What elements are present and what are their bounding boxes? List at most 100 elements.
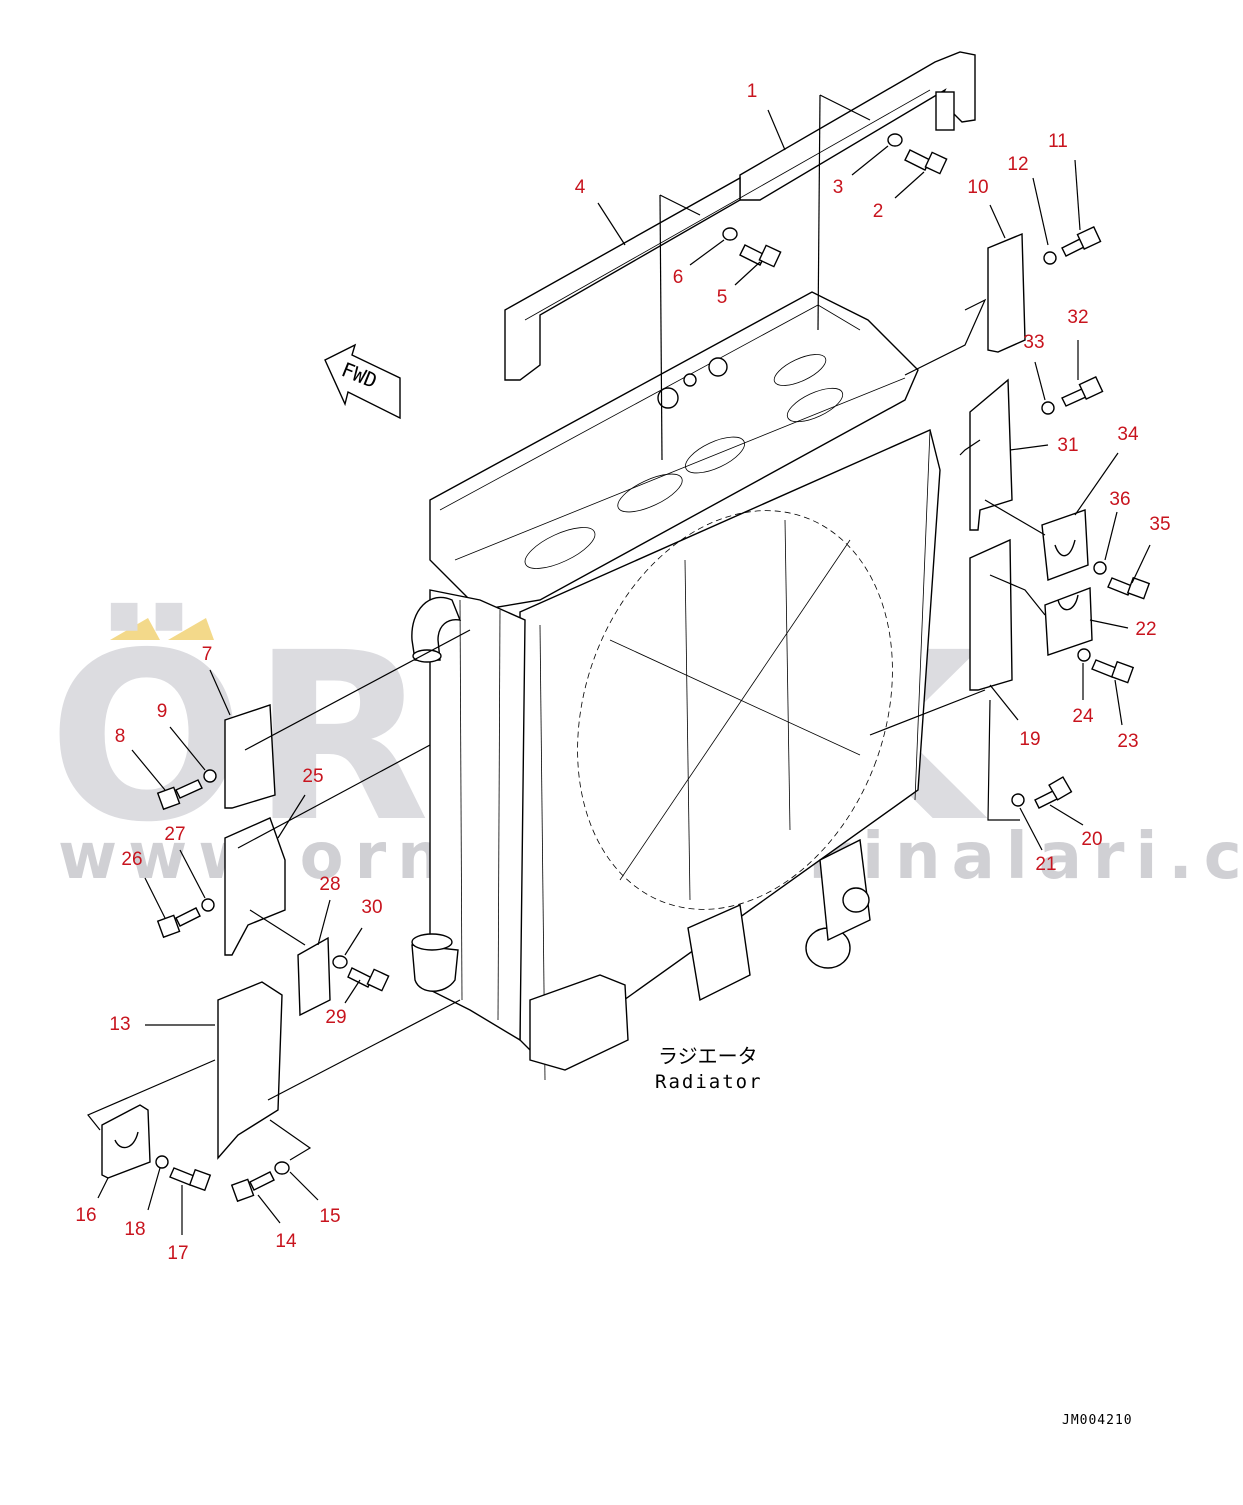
part-21-washer (1011, 793, 1025, 807)
part-36-washer (1093, 561, 1107, 575)
bottom-bracket-left (529, 974, 629, 1071)
callout-20: 20 (1081, 829, 1102, 850)
top-frame-lower-edge (454, 377, 906, 561)
callout-16: 16 (75, 1205, 96, 1226)
callout-10: 10 (967, 177, 988, 198)
leader-lines (97, 109, 1151, 1235)
callout-15: 15 (319, 1206, 340, 1227)
callout-36: 36 (1109, 489, 1130, 510)
filler-cap-3 (683, 373, 697, 387)
part-31-plate (969, 378, 1013, 531)
callout-34: 34 (1117, 424, 1139, 445)
part-3-washer (887, 133, 903, 147)
part-4-cover (504, 176, 741, 381)
part-12-washer (1043, 251, 1057, 265)
assembly-lines (87, 94, 1046, 1161)
part-30-washer (332, 955, 348, 969)
lower-hose (411, 944, 459, 992)
part-9-washer (203, 769, 217, 783)
part-28-plate (297, 936, 331, 1017)
upper-hose-end (412, 649, 442, 663)
top-opening-5 (773, 354, 827, 386)
part-29-bolt (347, 967, 390, 992)
callout-28: 28 (319, 874, 340, 895)
callout-3: 3 (833, 177, 844, 198)
fan-brace-1 (609, 639, 861, 756)
core-right-edge (914, 429, 931, 801)
cover-right-end (935, 91, 955, 131)
callout-23: 23 (1117, 731, 1138, 752)
cover-lower-flange (524, 89, 931, 321)
callout-1: 1 (747, 81, 758, 102)
callout-12: 12 (1007, 154, 1028, 175)
part-33-washer (1041, 401, 1055, 415)
top-covers (504, 51, 976, 381)
callout-26: 26 (121, 849, 142, 870)
callout-22: 22 (1135, 619, 1156, 640)
bottom-bracket-center (687, 903, 751, 1002)
callout-19: 19 (1019, 729, 1040, 750)
callout-30: 30 (361, 897, 382, 918)
callout-17: 17 (167, 1243, 188, 1264)
fwd-arrow: FWD (324, 343, 401, 420)
fan-shroud-ring (577, 510, 893, 910)
callout-11: 11 (1048, 131, 1068, 152)
lower-hose-end (411, 933, 453, 951)
part-32-bolt (1061, 376, 1104, 407)
callout-33: 33 (1023, 332, 1044, 353)
part-6-washer (722, 227, 738, 241)
callout-24: 24 (1072, 706, 1094, 727)
callout-13: 13 (109, 1014, 130, 1035)
radiator-top-frame (429, 291, 919, 611)
callout-9: 9 (157, 701, 168, 722)
callout-7: 7 (202, 644, 213, 665)
part-2-bolt (904, 149, 948, 175)
callout-29: 29 (325, 1007, 346, 1028)
callout-32: 32 (1067, 307, 1088, 328)
fan-brace-3 (684, 559, 691, 901)
fasteners (155, 133, 1151, 1203)
part-20-bolt (1034, 776, 1073, 809)
left-side-plates (101, 704, 331, 1179)
left-tank-edge (459, 599, 463, 1001)
right-lower-pipe (842, 887, 870, 913)
part-26-bolt (156, 907, 201, 939)
callout-5: 5 (717, 287, 728, 308)
part-25-plate (224, 817, 286, 956)
part-19-plate (969, 538, 1013, 691)
callout-18: 18 (124, 1219, 145, 1240)
component-label-jp: ラジエータ (658, 1044, 758, 1068)
part-5-bolt (739, 244, 782, 268)
part-22-bracket (1044, 587, 1093, 656)
part-11-bolt (1061, 226, 1102, 257)
callout-21: 21 (1035, 854, 1056, 875)
watermark-accent-right (168, 618, 214, 640)
part-7-plate (224, 704, 276, 809)
top-opening-3 (685, 436, 745, 474)
part-14-bolt (230, 1171, 275, 1203)
part-34-bracket (1041, 509, 1089, 581)
fan-brace-4 (784, 519, 791, 831)
right-side-plates (969, 232, 1093, 691)
callout-2: 2 (873, 201, 884, 222)
top-opening-1 (524, 527, 596, 569)
part-10-plate (987, 232, 1026, 353)
part-27-washer (201, 898, 215, 912)
part-13-plate (217, 981, 283, 1160)
callout-35: 35 (1149, 514, 1170, 535)
watermark-accent-left (110, 618, 160, 640)
part-23-bolt (1091, 659, 1135, 684)
left-tank-edge-2 (497, 609, 501, 1021)
callout-numbers: 1 2 3 4 5 6 7 8 9 10 11 12 13 14 15 16 1… (75, 81, 1170, 1264)
filler-cap-1 (657, 387, 679, 409)
drawing-code: JM004210 (1062, 1413, 1133, 1428)
fan-brace-2 (619, 539, 851, 881)
callout-27: 27 (164, 824, 185, 845)
top-opening-2 (617, 473, 683, 513)
part-16-bracket (101, 1104, 151, 1179)
part-18-washer (155, 1155, 169, 1169)
component-label-en: Radiator (655, 1071, 763, 1093)
part-35-bolt (1107, 576, 1151, 600)
part-24-washer (1077, 648, 1091, 662)
